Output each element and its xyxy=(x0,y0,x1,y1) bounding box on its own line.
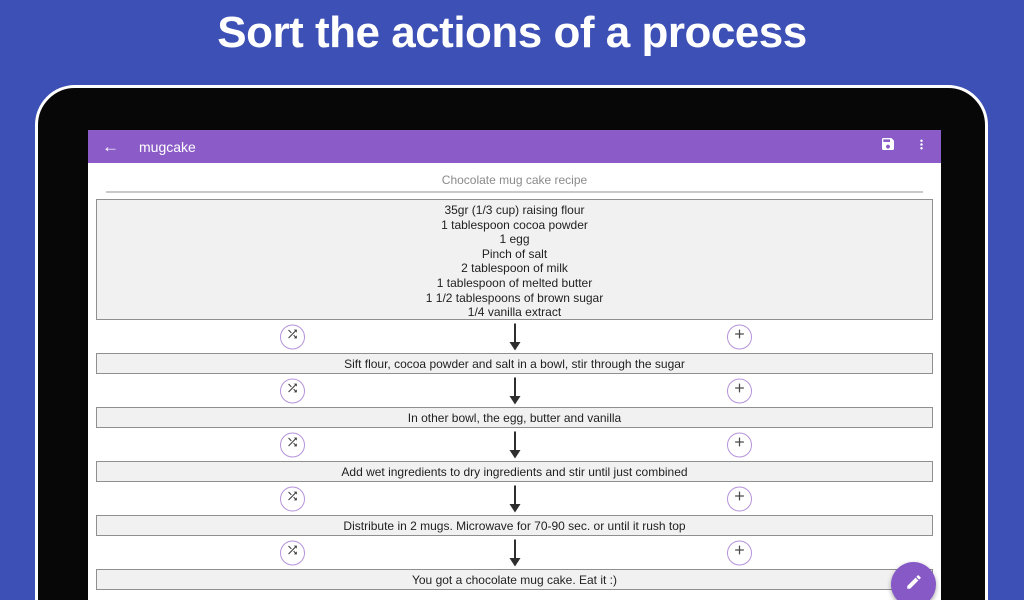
step-box[interactable]: You got a chocolate mug cake. Eat it :) xyxy=(96,569,933,590)
plus-icon xyxy=(732,435,747,455)
plus-icon xyxy=(732,381,747,401)
step-box[interactable]: In other bowl, the egg, butter and vanil… xyxy=(96,407,933,428)
toolbar: ← mugcake xyxy=(88,130,941,163)
ingredient-line: 1/4 vanilla extract xyxy=(467,305,562,320)
app-title: mugcake xyxy=(139,138,196,155)
step-box[interactable]: Distribute in 2 mugs. Microwave for 70-9… xyxy=(96,515,933,536)
vertical-dots-icon xyxy=(914,137,929,157)
swap-steps-button[interactable] xyxy=(280,378,305,403)
connector-row xyxy=(88,374,941,407)
shuffle-icon xyxy=(286,328,299,346)
edit-pencil-icon xyxy=(905,573,923,596)
ingredient-line: 2 tablespoon of milk xyxy=(461,261,568,276)
swap-steps-button[interactable] xyxy=(280,486,305,511)
plus-icon xyxy=(732,543,747,563)
connector-row xyxy=(88,536,941,569)
shuffle-icon xyxy=(286,490,299,508)
down-arrow-icon xyxy=(508,377,522,404)
shuffle-icon xyxy=(286,436,299,454)
swap-steps-button[interactable] xyxy=(280,324,305,349)
recipe-title-divider xyxy=(106,191,923,193)
add-step-button[interactable] xyxy=(727,432,752,457)
add-step-button[interactable] xyxy=(727,540,752,565)
down-arrow-icon xyxy=(508,431,522,458)
down-arrow-icon xyxy=(508,323,522,350)
step-box[interactable]: Sift flour, cocoa powder and salt in a b… xyxy=(96,353,933,374)
ingredient-line: Pinch of salt xyxy=(481,246,548,261)
floppy-disk-icon xyxy=(880,136,896,157)
add-step-button[interactable] xyxy=(727,486,752,511)
plus-icon xyxy=(732,327,747,347)
add-step-button[interactable] xyxy=(727,324,752,349)
connector-row xyxy=(88,320,941,353)
overflow-menu-button[interactable] xyxy=(914,137,929,157)
connector-row xyxy=(88,428,941,461)
connector-row xyxy=(88,482,941,515)
ingredients-box[interactable]: 35gr (1/3 cup) raising flour 1 tablespoo… xyxy=(96,199,933,320)
save-button[interactable] xyxy=(880,136,896,157)
shuffle-icon xyxy=(286,382,299,400)
ingredient-line: 1 tablespoon cocoa powder xyxy=(441,217,588,232)
swap-steps-button[interactable] xyxy=(280,540,305,565)
page-title: Sort the actions of a process xyxy=(217,8,807,57)
step-box[interactable]: Add wet ingredients to dry ingredients a… xyxy=(96,461,933,482)
edit-fab[interactable] xyxy=(891,562,936,600)
down-arrow-icon xyxy=(508,539,522,566)
add-step-button[interactable] xyxy=(727,378,752,403)
toolbar-actions xyxy=(880,136,929,157)
shuffle-icon xyxy=(286,544,299,562)
recipe-title: Chocolate mug cake recipe xyxy=(441,173,588,187)
plus-icon xyxy=(732,489,747,509)
down-arrow-icon xyxy=(508,485,522,512)
app-screen: ← mugcake Chocolate mug cake recipe xyxy=(88,130,941,600)
ingredient-line: 1 egg xyxy=(499,232,530,247)
back-arrow-icon[interactable]: ← xyxy=(102,137,119,156)
ingredient-line: 35gr (1/3 cup) raising flour xyxy=(444,203,585,217)
ingredient-line: 1 tablespoon of melted butter xyxy=(436,275,593,290)
swap-steps-button[interactable] xyxy=(280,432,305,457)
ingredient-line: 1 1/2 tablespoons of brown sugar xyxy=(425,290,604,305)
